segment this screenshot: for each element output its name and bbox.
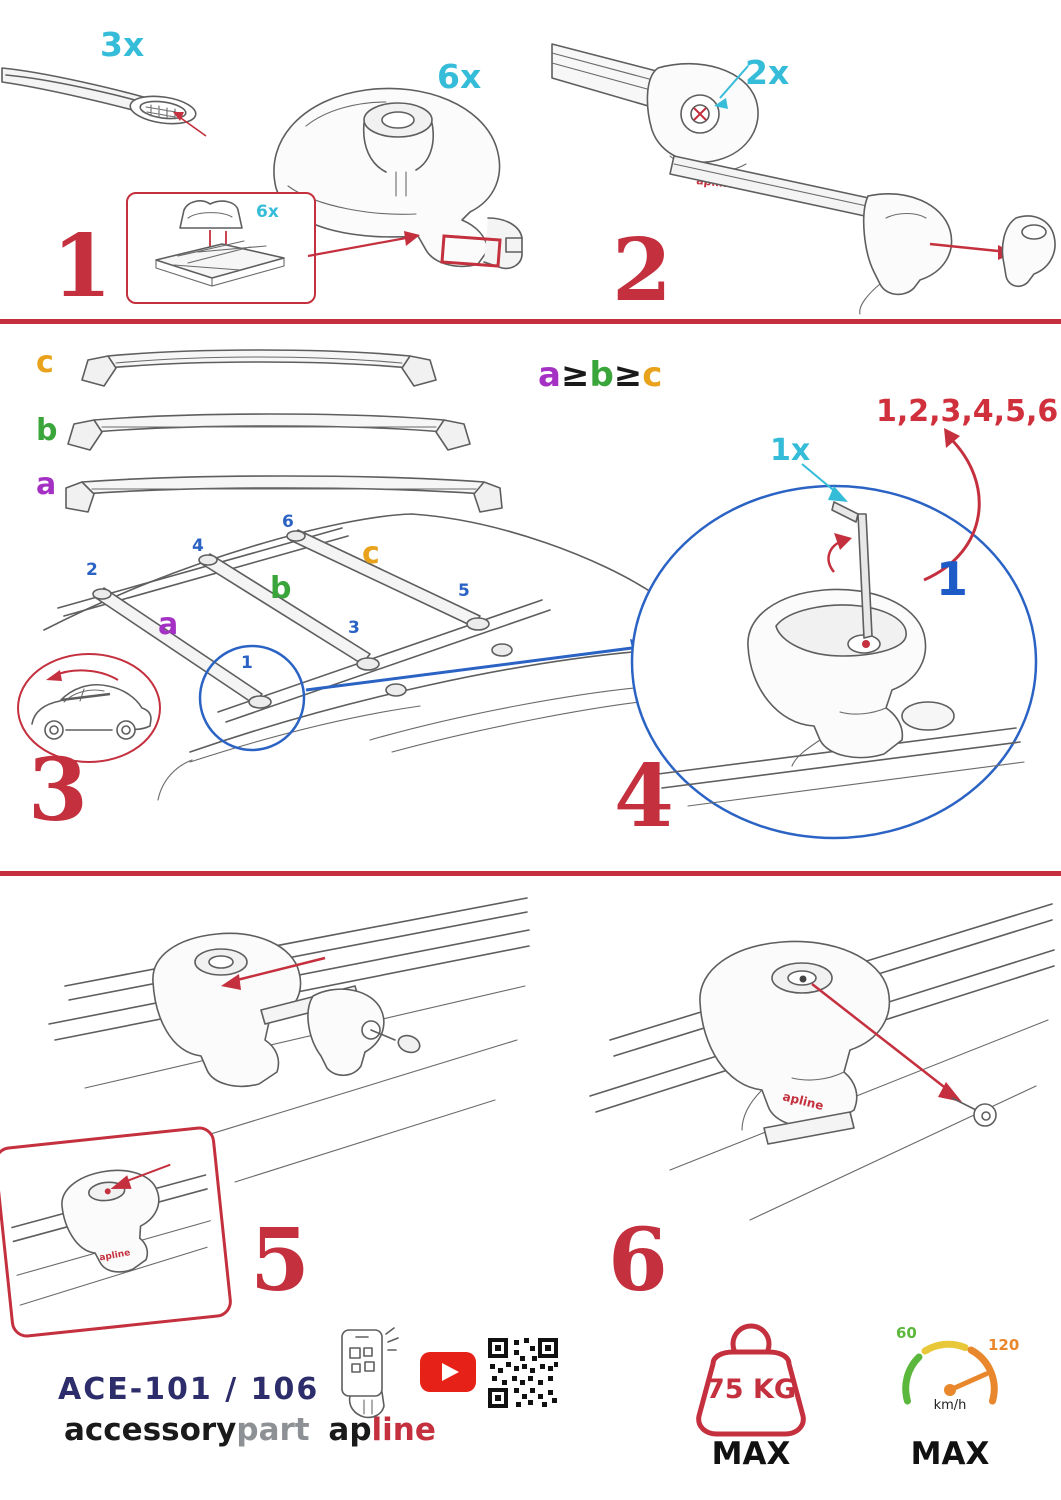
bar-c-drawing [81,349,437,387]
qty-clamps-label: 6x [437,57,482,96]
inset-to-clamp-arrow [307,231,420,258]
roof-label-b: b [270,571,292,606]
three-bars-illustration [65,349,503,513]
position-4: 4 [192,536,204,556]
order-curve-arrow [923,428,981,582]
roof-label-c: c [362,536,380,571]
weight-limit-value: 75 KG [705,1374,797,1405]
section-divider-bottom [0,871,1061,876]
lock-detail-illustration: apline [11,1163,211,1306]
speed-max-label: MAX [910,1436,990,1472]
step-1-number: 1 [52,216,112,317]
pad-detail-inset: 6x [126,192,316,304]
position-3: 3 [348,618,360,638]
qr-code [486,1336,560,1410]
weight-limit-icon [696,1323,806,1437]
bar-a-drawing [65,475,503,513]
zoom-pointer-arrow [305,646,633,692]
step-4-number: 4 [614,746,674,847]
key-pointer-arrow [801,463,848,502]
bar-insert-illustration [48,897,530,1183]
roof-label-a: a [158,607,179,642]
clamp-top-view-illustration: apline [551,43,759,191]
car-direction-inset [17,653,161,763]
rubber-pad-illustration [155,200,285,287]
rule-ge1: ≥ [560,355,590,395]
position-5: 5 [458,581,470,601]
step-3-number: 3 [28,740,88,841]
brand-ap: ap [328,1412,372,1448]
qty-key-label: 1x [770,433,811,468]
tighten-order-label: 1,2,3,4,5,6 [876,394,1059,429]
step-6-number: 6 [608,1210,668,1311]
brand-part: part [236,1412,310,1448]
speed-high-label: 120 [988,1336,1020,1354]
rule-c: c [642,355,663,395]
speed-unit-label: km/h [933,1398,967,1413]
section-divider-top [0,319,1061,324]
bar-b-drawing [67,413,471,451]
bar-endcap-assembly-illustration [669,155,1056,315]
rule-ge2: ≥ [613,355,643,395]
qty-pads-label: 6x [256,202,279,222]
position-2: 2 [86,560,98,580]
focus-circle [198,644,306,752]
speed-low-label: 60 [896,1324,917,1342]
start-position-label: 1 [936,552,969,606]
speed-limit-icon [902,1340,998,1405]
weight-max-label: MAX [711,1436,791,1472]
brand-accessory: accessory [64,1412,237,1448]
qty-bars-label: 3x [100,25,145,64]
youtube-icon [420,1352,476,1392]
crossbar-end-illustration [1,67,207,137]
brand-logo: accessorypart apline [64,1412,436,1448]
size-rule: a≥b≥c [538,358,662,392]
allen-key [857,513,873,639]
speed-needle [947,1371,989,1393]
position-1: 1 [241,653,253,673]
rule-b: b [589,355,614,395]
lock-detail-inset: apline [0,1124,234,1340]
qty-knobs-label: 2x [745,53,790,92]
stack-label-b: b [36,413,58,448]
rule-a: a [538,355,561,395]
position-6: 6 [282,512,294,532]
step-2-number: 2 [612,220,672,321]
brand-line: line [371,1412,436,1448]
step-5-number: 5 [250,1210,310,1311]
model-number: ACE-101 / 106 [58,1372,320,1407]
roof-rail-line [60,692,111,702]
clamp-foot-illustration [273,87,523,270]
scan-phone-icon [341,1327,399,1419]
stack-label-c: c [36,345,54,380]
stack-label-a: a [36,467,57,502]
lock-key-illustration: apline [589,903,1055,1221]
